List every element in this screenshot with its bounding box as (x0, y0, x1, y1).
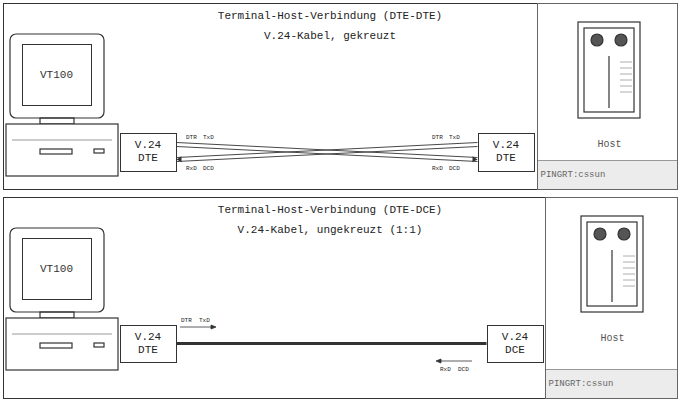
interface-box: V.24 DCE (487, 325, 544, 363)
signal-name: RxD (186, 165, 197, 172)
terminal-name: VT100 (40, 69, 73, 81)
host-label: Host (597, 139, 621, 150)
panel-title: Terminal-Host-Verbindung (DTE-DCE) (218, 203, 442, 217)
host-label: Host (600, 333, 624, 344)
signal-name: TxD (203, 134, 214, 141)
host-computer: Host (563, 208, 663, 348)
host-computer: Host (560, 14, 660, 154)
host-name: PINGRT:cssun (538, 160, 677, 189)
interface-name: V.24 DTE (123, 331, 174, 357)
signal-name: DCD (203, 165, 214, 172)
terminal-screen: VT100 (22, 44, 92, 106)
arrowhead (177, 156, 182, 162)
terminal-name: VT100 (40, 263, 73, 275)
connection-panel: Terminal-Host-Verbindung (DTE-DCE) V.24-K… (3, 197, 678, 399)
interface-box: V.24 DTE (478, 133, 535, 172)
cable (177, 143, 478, 163)
cable (177, 143, 478, 163)
cable-wire (177, 342, 487, 345)
host-panel: PINGRT:cssun Host (537, 3, 678, 190)
signal-name: DTR (186, 134, 197, 141)
panel-title: Terminal-Host-Verbindung (DTE-DTE) (218, 9, 442, 23)
signal-name: DTR (432, 134, 443, 141)
signal-name: DCD (449, 165, 460, 172)
signal-name: DTR (181, 317, 192, 324)
cable-wire (177, 147, 478, 162)
signal-name: TxD (199, 317, 210, 324)
connection-panel: Terminal-Host-Verbindung (DTE-DTE) V.24-K… (3, 3, 678, 190)
interface-box: V.24 DTE (120, 325, 177, 363)
host-panel: PINGRT:cssun Host (545, 197, 678, 399)
cable-wire (177, 143, 478, 158)
panel-subtitle: V.24-Kabel, gekreuzt (264, 29, 396, 43)
signal-name: TxD (449, 134, 460, 141)
interface-name: V.24 DTE (481, 139, 532, 165)
cable (177, 343, 487, 344)
interface-name: V.24 DTE (123, 139, 174, 165)
interface-box: V.24 DTE (120, 133, 177, 172)
panel-subtitle: V.24-Kabel, ungekreuzt (1:1) (238, 223, 423, 237)
terminal-screen: VT100 (22, 238, 92, 300)
interface-name: V.24 DCE (490, 331, 541, 357)
cable-wire (177, 143, 478, 158)
signal-name: DCD (458, 366, 469, 373)
host-name: PINGRT:cssun (546, 369, 677, 398)
cable-wire (177, 147, 478, 162)
signal-name: RxD (440, 366, 451, 373)
signal-name: RxD (432, 165, 443, 172)
